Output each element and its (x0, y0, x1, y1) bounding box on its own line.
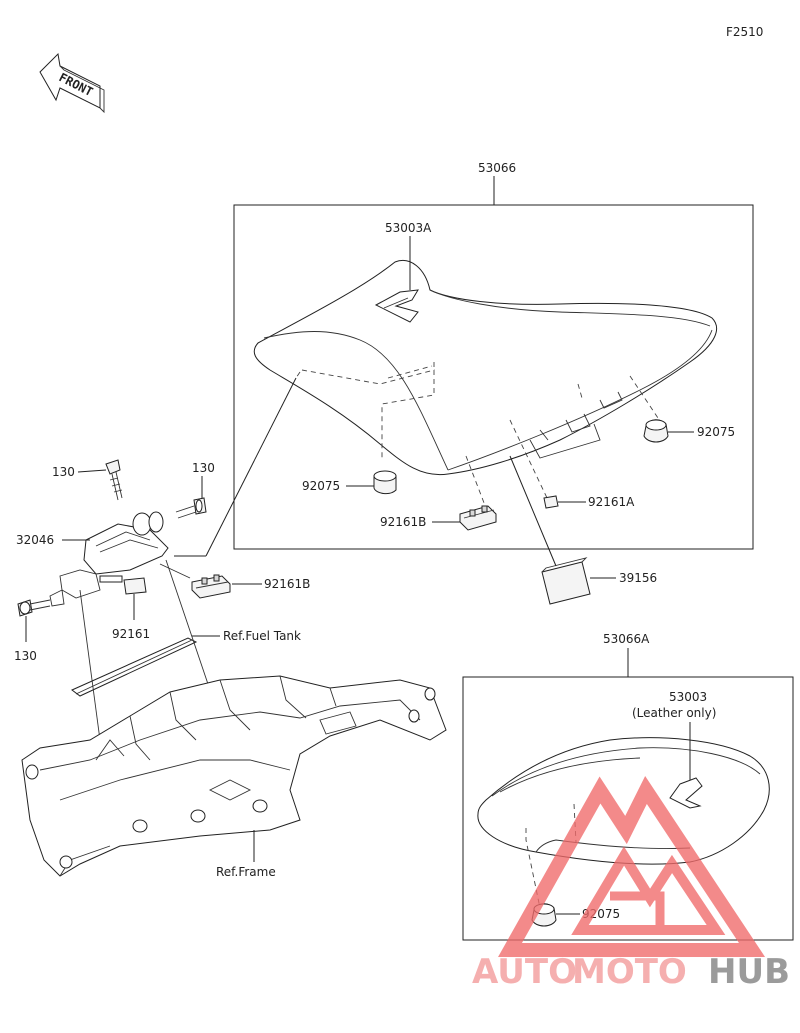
seat-assy-box: 53066 (233, 161, 754, 550)
callout-bolt-top: 130 (52, 465, 75, 479)
collar-a (543, 495, 559, 509)
callout-damper-right: 92075 (697, 425, 735, 439)
seat-bracket (49, 511, 169, 607)
watermark-auto: AUTO (472, 952, 577, 992)
ref-fuel-tank: Ref.Fuel Tank (223, 629, 301, 643)
rear-seat (477, 737, 770, 865)
callout-pad: 39156 (619, 571, 657, 585)
callout-bolt-bottom: 130 (14, 649, 37, 663)
bolt-right (175, 497, 207, 519)
callout-collar-b-bracket: 92161B (264, 577, 310, 591)
callout-bracket: 32046 (16, 533, 54, 547)
frame (21, 675, 447, 877)
ref-frame: Ref.Frame (216, 865, 276, 879)
callout-bolt-right: 130 (192, 461, 215, 475)
main-seat (253, 260, 717, 476)
watermark-text: AUTO MOTO HUB (472, 952, 790, 992)
pad (541, 557, 591, 605)
callout-collar-a: 92161A (588, 495, 635, 509)
damper-left (373, 470, 397, 495)
collar-b (459, 505, 497, 531)
callout-rear-cover-note: (Leather only) (632, 706, 716, 720)
front-arrow-icon: FRONT (39, 52, 105, 114)
collar-b-bracket (191, 574, 231, 599)
callout-seat-cover-main: 53003A (385, 221, 432, 235)
callout-collar-b: 92161B (380, 515, 426, 529)
rear-seat-box: 53066A (462, 632, 794, 941)
watermark-logo (498, 776, 766, 957)
bolt-top (105, 459, 123, 501)
callout-rear-cover: 53003 (669, 690, 707, 704)
bolt-bottom (17, 599, 51, 617)
callout-damper-left: 92075 (302, 479, 340, 493)
figure-code: F2510 (726, 25, 763, 39)
watermark-hub: HUB (708, 952, 790, 992)
watermark-moto: MOTO (572, 952, 687, 992)
damper-right (643, 419, 669, 443)
collar (123, 577, 147, 595)
callout-rear-seat-assy: 53066A (603, 632, 650, 646)
callout-seat-assy: 53066 (478, 161, 516, 175)
callout-collar: 92161 (112, 627, 150, 641)
fuel-tank-strap (71, 637, 198, 697)
